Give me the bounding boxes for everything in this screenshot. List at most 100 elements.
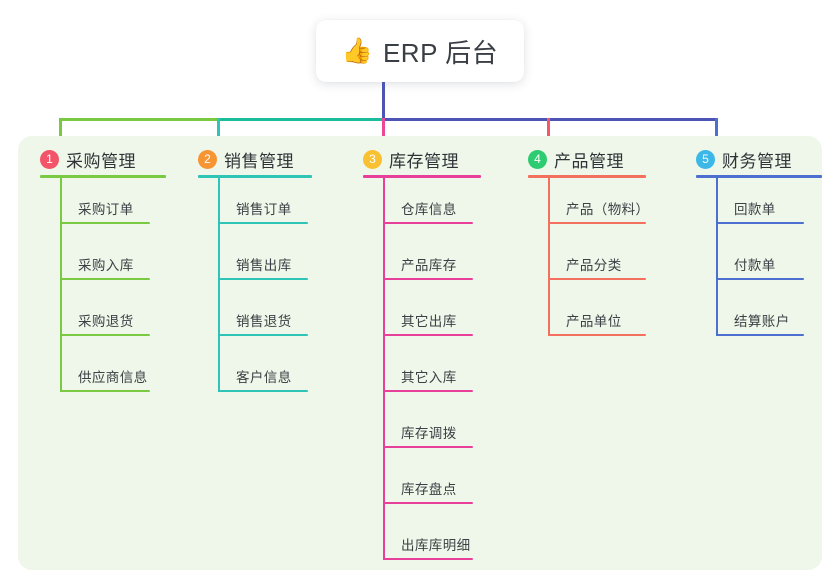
leaf-label: 采购订单 <box>78 202 134 217</box>
column-stem-4 <box>547 118 550 152</box>
leaf-node[interactable]: 采购退货 <box>60 296 190 336</box>
leaf-rule <box>716 334 804 336</box>
leaf-rule <box>60 390 150 392</box>
leaf-rule <box>218 222 308 224</box>
column-stem-5 <box>715 118 718 152</box>
leaf-node[interactable]: 其它入库 <box>383 352 513 392</box>
leaf-rule <box>383 558 473 560</box>
bus-segment-3 <box>382 118 718 121</box>
column-title: 财务管理 <box>722 151 792 171</box>
column-spine <box>60 178 62 392</box>
leaf-label: 回款单 <box>734 202 776 217</box>
leaf-node[interactable]: 结算账户 <box>716 296 839 336</box>
leaf-node[interactable]: 产品单位 <box>548 296 686 336</box>
column-title: 库存管理 <box>389 151 459 171</box>
root-node-card[interactable]: 👍 ERP 后台 <box>316 20 524 82</box>
leaf-rule <box>383 278 473 280</box>
leaf-label: 销售出库 <box>236 258 292 273</box>
leaf-node[interactable]: 出库库明细 <box>383 520 513 560</box>
leaf-label: 其它入库 <box>401 370 457 385</box>
leaf-rule <box>548 334 646 336</box>
leaf-rule <box>548 278 646 280</box>
column-header-rule <box>696 175 822 178</box>
thumbs-up-icon: 👍 <box>341 36 373 65</box>
leaf-node[interactable]: 其它出库 <box>383 296 513 336</box>
column-title: 采购管理 <box>66 151 136 171</box>
leaf-label: 产品库存 <box>401 258 457 273</box>
bus-segment-2 <box>217 118 384 121</box>
column-header-3[interactable]: 3 库存管理 <box>363 144 459 174</box>
leaf-node[interactable]: 销售订单 <box>218 184 348 224</box>
column-spine <box>383 178 385 560</box>
leaf-label: 产品（物料） <box>566 202 650 217</box>
leaf-label: 付款单 <box>734 258 776 273</box>
leaf-rule <box>383 222 473 224</box>
column-header-4[interactable]: 4 产品管理 <box>528 144 624 174</box>
leaf-label: 销售订单 <box>236 202 292 217</box>
leaf-label: 库存调拨 <box>401 426 457 441</box>
leaf-label: 其它出库 <box>401 314 457 329</box>
leaf-node[interactable]: 销售退货 <box>218 296 348 336</box>
leaf-label: 客户信息 <box>236 370 292 385</box>
leaf-rule <box>218 278 308 280</box>
leaf-node[interactable]: 回款单 <box>716 184 839 224</box>
leaf-rule <box>383 390 473 392</box>
leaf-node[interactable]: 供应商信息 <box>60 352 190 392</box>
column-spine <box>218 178 220 392</box>
root-stem <box>382 82 385 120</box>
leaf-node[interactable]: 产品分类 <box>548 240 686 280</box>
leaf-label: 库存盘点 <box>401 482 457 497</box>
column-header-1[interactable]: 1 采购管理 <box>40 144 136 174</box>
root-title: ERP 后台 <box>382 37 499 68</box>
leaf-rule <box>60 222 150 224</box>
leaf-node[interactable]: 产品库存 <box>383 240 513 280</box>
column-title: 产品管理 <box>554 151 624 171</box>
leaf-rule <box>218 334 308 336</box>
column-header-rule <box>528 175 646 178</box>
leaf-node[interactable]: 库存调拨 <box>383 408 513 448</box>
leaf-label: 仓库信息 <box>401 202 457 217</box>
column-stem-3 <box>382 118 385 152</box>
leaf-label: 产品单位 <box>566 314 622 329</box>
column-badge-1: 1 <box>40 149 59 169</box>
leaf-label: 供应商信息 <box>78 370 148 385</box>
bus-segment-1 <box>59 118 219 121</box>
column-badge-2: 2 <box>198 149 217 169</box>
leaf-label: 采购退货 <box>78 314 134 329</box>
leaf-rule <box>716 278 804 280</box>
column-header-rule <box>363 175 481 178</box>
leaf-rule <box>383 334 473 336</box>
column-stem-1 <box>59 118 62 152</box>
leaf-rule <box>548 222 646 224</box>
leaf-label: 出库库明细 <box>401 538 471 553</box>
column-badge-4: 4 <box>528 149 547 169</box>
leaf-rule <box>218 390 308 392</box>
column-header-2[interactable]: 2 销售管理 <box>198 144 294 174</box>
leaf-label: 采购入库 <box>78 258 134 273</box>
leaf-node[interactable]: 产品（物料） <box>548 184 686 224</box>
leaf-node[interactable]: 采购入库 <box>60 240 190 280</box>
column-badge-5: 5 <box>696 149 715 169</box>
leaf-node[interactable]: 销售出库 <box>218 240 348 280</box>
column-stem-2 <box>217 118 220 152</box>
leaf-node[interactable]: 采购订单 <box>60 184 190 224</box>
leaf-node[interactable]: 客户信息 <box>218 352 348 392</box>
leaf-node[interactable]: 仓库信息 <box>383 184 513 224</box>
leaf-label: 销售退货 <box>236 314 292 329</box>
leaf-node[interactable]: 库存盘点 <box>383 464 513 504</box>
leaf-rule <box>716 222 804 224</box>
diagram-panel: 1 采购管理采购订单采购入库采购退货供应商信息 2 销售管理销售订单销售出库销售退货客… <box>18 136 822 570</box>
leaf-rule <box>383 502 473 504</box>
column-title: 销售管理 <box>224 151 294 171</box>
leaf-node[interactable]: 付款单 <box>716 240 839 280</box>
column-header-rule <box>198 175 312 178</box>
leaf-rule <box>60 334 150 336</box>
leaf-label: 产品分类 <box>566 258 622 273</box>
leaf-rule <box>383 446 473 448</box>
column-header-rule <box>40 175 166 178</box>
column-spine <box>548 178 550 336</box>
leaf-label: 结算账户 <box>734 314 790 329</box>
column-header-5[interactable]: 5 财务管理 <box>696 144 792 174</box>
column-badge-3: 3 <box>363 149 382 169</box>
column-spine <box>716 178 718 336</box>
